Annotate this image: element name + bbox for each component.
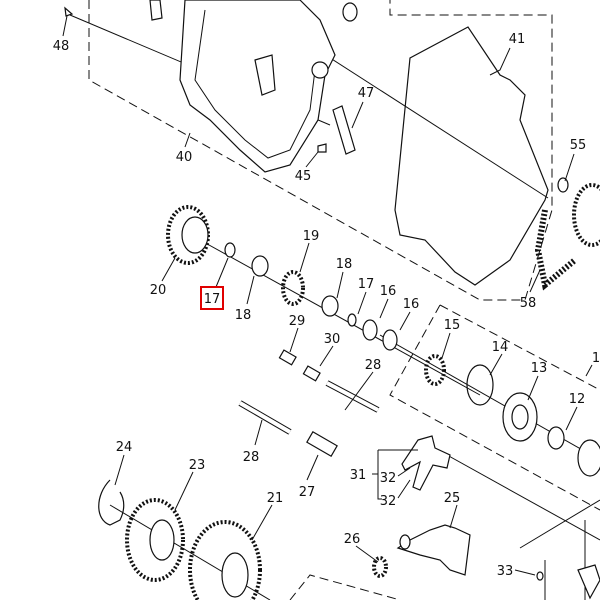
axis-line — [199, 239, 481, 396]
part-47 — [332, 105, 356, 155]
label-1: 1 — [592, 351, 600, 366]
label-31: 31 — [350, 468, 367, 483]
gear-23 — [125, 498, 185, 582]
label-12: 12 — [569, 392, 586, 407]
washer-55 — [557, 177, 569, 193]
highlight-box — [200, 286, 224, 310]
gear-23-hub — [149, 519, 175, 561]
gear-21-hub — [221, 552, 249, 598]
shaft-28-fill — [326, 381, 379, 412]
bearing-13-inner — [511, 404, 529, 430]
gasket — [394, 26, 549, 286]
lever-25 — [396, 524, 471, 576]
label-28b: 28 — [243, 450, 260, 465]
washer-18b — [321, 295, 339, 317]
label-32: 32 — [380, 471, 397, 486]
seal — [577, 439, 600, 477]
crankcase-cover — [179, 0, 336, 173]
label-16: 16 — [380, 284, 397, 299]
gear-15 — [424, 354, 446, 386]
gear-21 — [188, 520, 262, 600]
label-26: 26 — [344, 532, 361, 547]
cover-tab — [254, 54, 276, 96]
cover-inner — [194, 9, 316, 159]
sprocket — [572, 183, 600, 247]
label-45: 45 — [295, 169, 312, 184]
label-18b: 18 — [336, 257, 353, 272]
label-16b: 16 — [403, 297, 420, 312]
spring-26 — [372, 556, 388, 578]
label-33: 33 — [497, 564, 514, 579]
callout-labels: 48 41 40 47 45 55 19 20 17 18 18 17 16 1… — [53, 32, 600, 579]
label-58: 58 — [520, 296, 537, 311]
label-14: 14 — [492, 340, 509, 355]
washer — [399, 534, 411, 550]
label-13: 13 — [531, 361, 548, 376]
label-48: 48 — [53, 39, 70, 54]
part-45 — [317, 143, 327, 153]
label-30: 30 — [324, 332, 341, 347]
gear-20-hub — [181, 216, 209, 254]
group-outline-bottom — [289, 574, 401, 600]
bracket-31 — [372, 449, 418, 500]
label-27: 27 — [299, 485, 316, 500]
bolt — [64, 6, 74, 17]
circlip-24 — [98, 479, 125, 526]
chain — [534, 209, 577, 291]
label-47: 47 — [358, 86, 375, 101]
label-17-highlighted[interactable]: 17 — [204, 292, 221, 307]
collar-30 — [302, 365, 321, 382]
circlip-17b — [347, 313, 357, 327]
label-21: 21 — [267, 491, 284, 506]
cover-part — [149, 0, 163, 21]
part-right — [577, 564, 600, 600]
leader-lines — [62, 15, 593, 576]
label-24: 24 — [116, 440, 133, 455]
label-32b: 32 — [380, 494, 397, 509]
label-23: 23 — [189, 458, 206, 473]
label-15: 15 — [444, 318, 461, 333]
label-40: 40 — [176, 150, 193, 165]
label-20: 20 — [150, 283, 167, 298]
part-27 — [306, 430, 338, 458]
label-25: 25 — [444, 491, 461, 506]
gear-19 — [281, 270, 305, 306]
seal-12 — [547, 426, 565, 450]
circlip-14 — [466, 364, 494, 406]
label-29: 29 — [289, 314, 306, 329]
nut-33 — [536, 571, 544, 581]
label-19: 19 — [303, 229, 320, 244]
label-17b: 17 — [358, 277, 375, 292]
cover-boss — [311, 61, 329, 79]
washer-16 — [362, 319, 378, 341]
label-55: 55 — [570, 138, 587, 153]
washer-16b — [382, 329, 398, 351]
shaft-28b-fill — [238, 401, 292, 434]
label-18: 18 — [235, 308, 252, 323]
label-28: 28 — [365, 358, 382, 373]
group-outline-1 — [389, 304, 600, 511]
oil-seal — [342, 2, 358, 22]
label-41: 41 — [509, 32, 526, 47]
spring-29 — [278, 349, 297, 366]
circlip-17 — [224, 242, 236, 258]
washer-18 — [251, 255, 269, 277]
